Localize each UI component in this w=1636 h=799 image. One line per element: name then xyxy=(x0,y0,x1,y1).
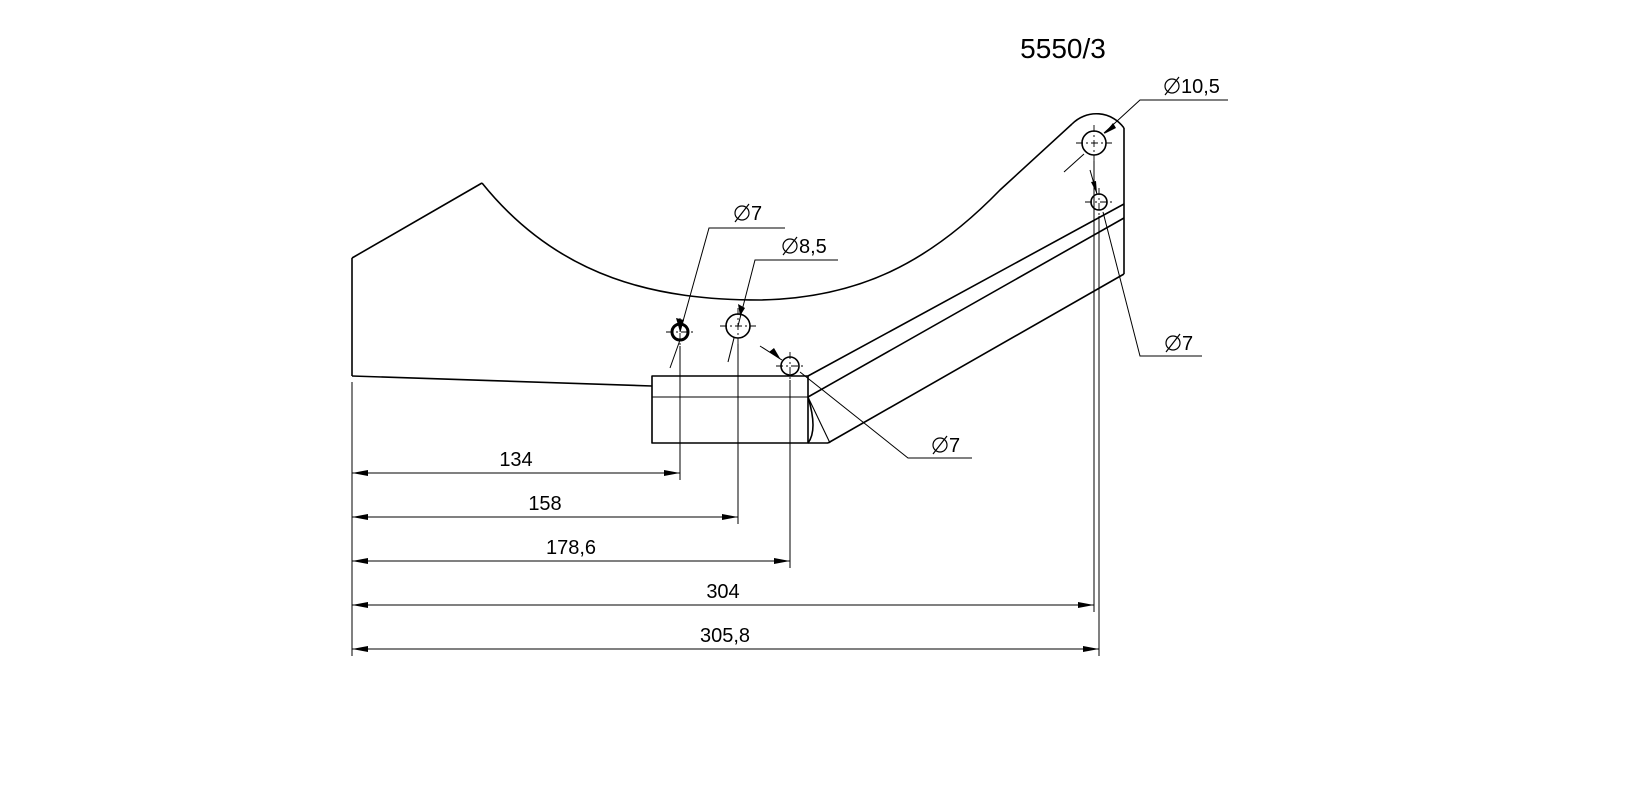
bracket-bar xyxy=(651,203,1125,444)
hole-d-mark xyxy=(1076,125,1112,161)
extension-lines xyxy=(351,161,1100,656)
dim-134: 134 xyxy=(352,449,680,476)
dimension-lines: 134 158 178,6 304 305,8 xyxy=(352,449,1099,652)
hole-a-label: 7 xyxy=(734,203,762,225)
svg-text:305,8: 305,8 xyxy=(700,625,750,647)
part-outline xyxy=(351,112,1125,387)
hole-e-mark xyxy=(1085,188,1113,216)
hole-labels: 7 8,5 7 10,5 7 xyxy=(734,76,1220,457)
hole-c-mark xyxy=(776,352,804,380)
hole-leaders xyxy=(669,99,1228,459)
hole-c-label: 7 xyxy=(932,435,960,457)
dim-158: 158 xyxy=(352,493,738,520)
svg-text:158: 158 xyxy=(528,493,561,515)
svg-text:7: 7 xyxy=(751,203,762,225)
svg-text:8,5: 8,5 xyxy=(799,236,827,258)
svg-text:134: 134 xyxy=(499,449,532,471)
svg-text:178,6: 178,6 xyxy=(546,537,596,559)
svg-text:7: 7 xyxy=(1182,333,1193,355)
dim-305-8: 305,8 xyxy=(352,625,1099,652)
svg-text:7: 7 xyxy=(949,435,960,457)
svg-text:304: 304 xyxy=(706,581,739,603)
hole-b-label: 8,5 xyxy=(782,236,827,258)
drawing-title: 5550/3 xyxy=(1020,33,1106,64)
dim-304: 304 xyxy=(352,581,1094,608)
hole-d-label: 10,5 xyxy=(1164,76,1220,98)
svg-text:10,5: 10,5 xyxy=(1181,76,1220,98)
hole-e-label: 7 xyxy=(1165,333,1193,355)
dim-178-6: 178,6 xyxy=(352,537,790,564)
